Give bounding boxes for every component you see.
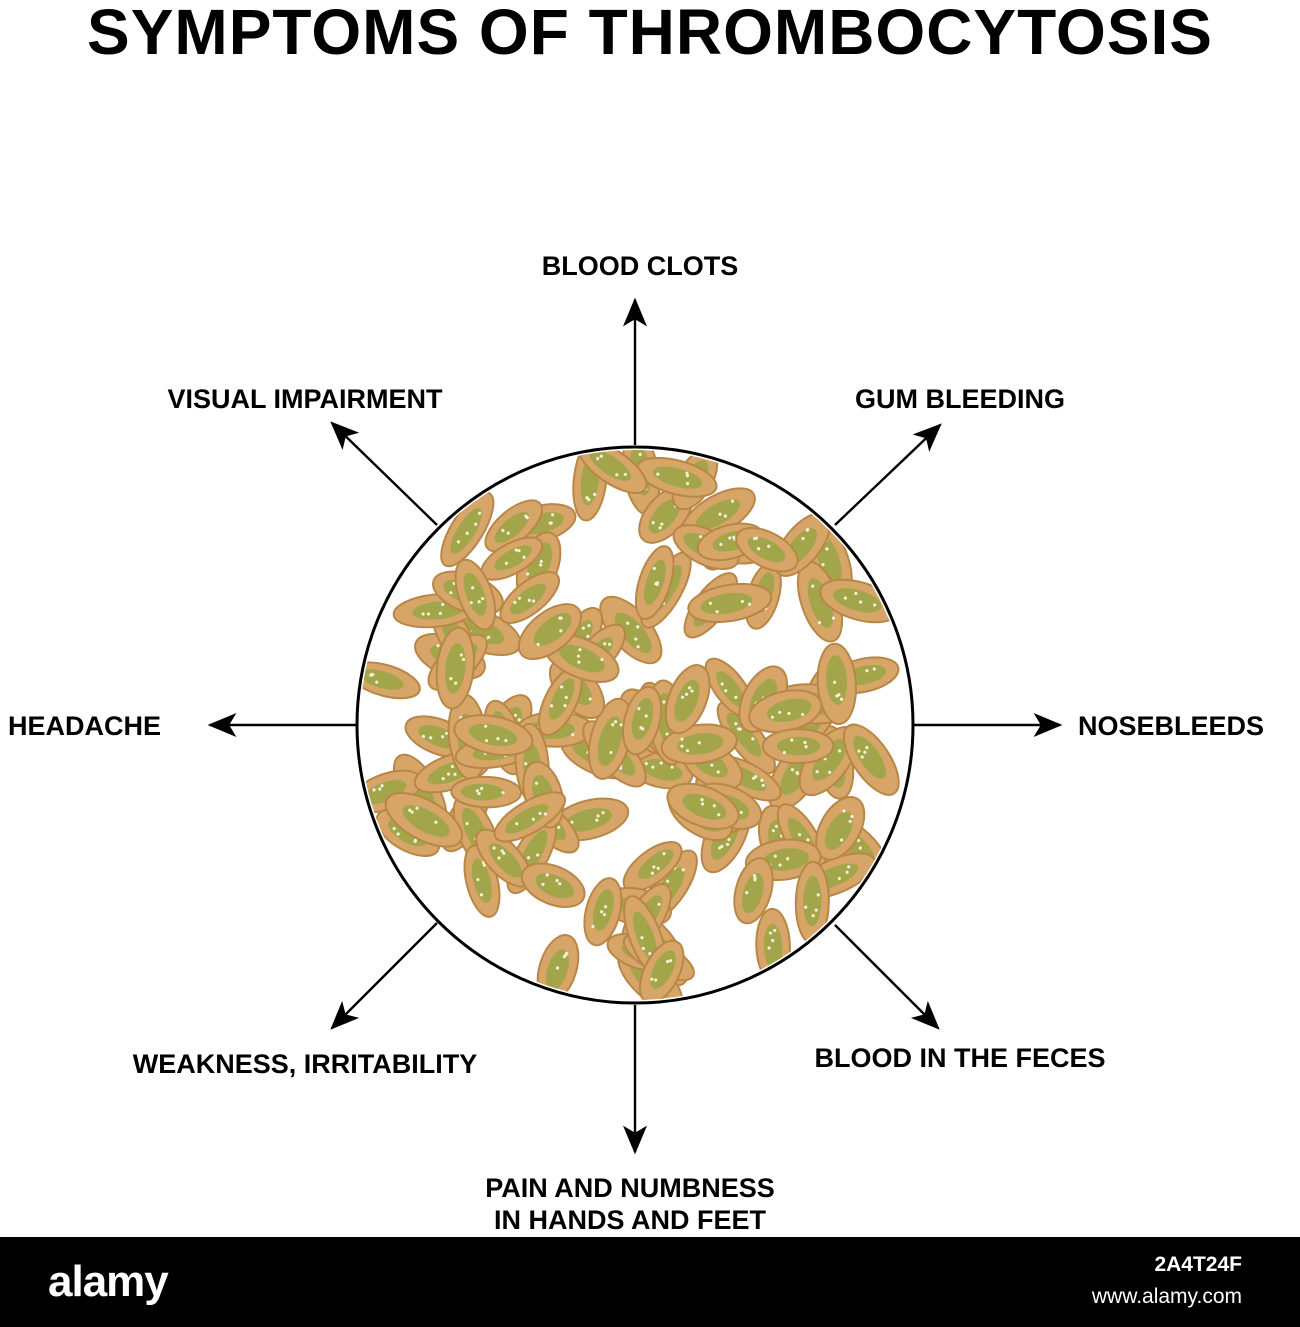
symptom-pain-numbness-line1: PAIN AND NUMBNESS — [485, 1173, 775, 1203]
platelet — [577, 450, 648, 494]
watermark-footer: alamy 2A4T24F www.alamy.com — [0, 1237, 1300, 1327]
symptom-blood-in-feces: BLOOD IN THE FECES — [814, 1043, 1106, 1073]
platelet — [733, 857, 774, 925]
symptom-headache: HEADACHE — [8, 711, 162, 741]
platelet — [816, 642, 857, 726]
platelet-cluster — [360, 450, 900, 1000]
platelet — [761, 728, 835, 765]
platelet — [440, 491, 495, 568]
platelet — [536, 933, 580, 1000]
arrow-up-right — [834, 423, 942, 526]
platelet — [664, 664, 711, 735]
image-id: 2A4T24F — [1154, 1253, 1242, 1276]
platelet — [748, 689, 823, 734]
platelet — [735, 526, 799, 573]
symptom-nosebleeds: NOSEBLEEDS — [1078, 711, 1265, 741]
platelet — [384, 791, 464, 848]
platelet — [687, 582, 773, 624]
symptom-blood-clots: BLOOD CLOTS — [541, 251, 739, 281]
platelet — [634, 545, 675, 621]
platelet — [499, 571, 560, 624]
platelet — [638, 939, 685, 1000]
platelet — [660, 723, 738, 765]
site-url: www.alamy.com — [1091, 1285, 1242, 1308]
platelet — [453, 714, 534, 756]
platelet — [360, 661, 421, 700]
symptom-visual-impairment: VISUAL IMPAIRMENT — [167, 384, 443, 414]
brand-logo: alamy — [48, 1257, 169, 1306]
symptom-gum-bleeding: GUM BLEEDING — [854, 384, 1065, 414]
arrow-up-left — [330, 421, 438, 526]
arrow-down-left — [330, 922, 438, 1030]
platelet — [794, 860, 830, 944]
platelet — [484, 499, 543, 553]
symptom-weakness-irritability: WEAKNESS, IRRITABILITY — [132, 1049, 478, 1079]
arrows — [207, 297, 1063, 1155]
platelet — [815, 796, 866, 861]
arrow-down-right — [834, 924, 940, 1030]
platelet — [450, 775, 523, 809]
platelet — [520, 862, 586, 908]
symptom-pain-numbness-line2: IN HANDS AND FEET — [493, 1205, 766, 1235]
platelet — [842, 723, 900, 796]
platelet — [454, 558, 497, 631]
platelet — [635, 456, 718, 498]
platelet — [622, 685, 663, 756]
platelet — [583, 877, 623, 947]
platelet — [435, 626, 475, 710]
platelet — [493, 791, 567, 843]
platelet — [666, 782, 740, 830]
page-title: SYMPTOMS OF THROMBOCYTOSIS — [87, 0, 1213, 68]
diagram-graphic — [207, 297, 1063, 1155]
platelet — [517, 603, 582, 661]
platelet — [587, 697, 634, 780]
platelet — [480, 536, 544, 581]
